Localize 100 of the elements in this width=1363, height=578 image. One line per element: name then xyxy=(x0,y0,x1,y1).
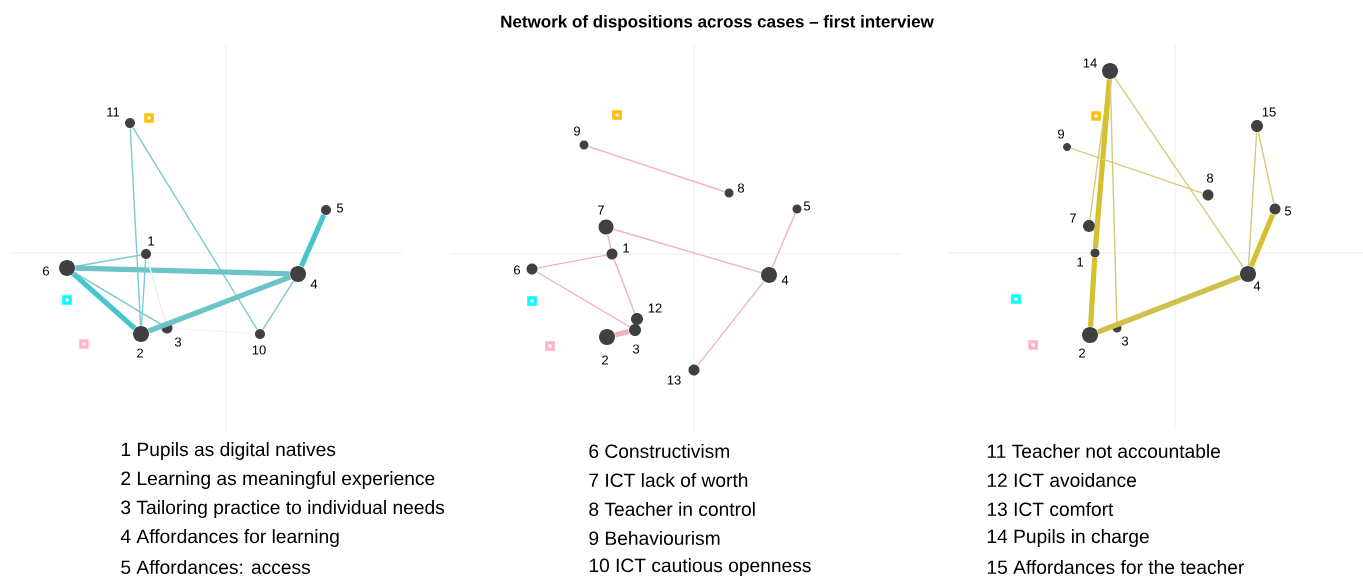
node-label: 13 xyxy=(667,375,681,385)
key-entry: 3 Tailoring practice to individual needs xyxy=(121,500,445,518)
network-node: 5 xyxy=(321,203,344,215)
key-entry: 9 Behaviourism xyxy=(589,530,720,546)
key-entry: 5 Affordances: access xyxy=(121,559,310,575)
square-marker xyxy=(1011,294,1021,304)
node-label: 1 xyxy=(1077,257,1083,267)
square-marker xyxy=(527,296,537,306)
network-node: 3 xyxy=(161,322,182,347)
node-label: 11 xyxy=(107,107,120,117)
network-node: 1 xyxy=(606,243,629,260)
node-label: 4 xyxy=(1253,281,1261,291)
connector-line xyxy=(147,274,292,334)
connector-line xyxy=(607,234,612,249)
key-entry: 7 ICT lack of worth xyxy=(589,472,748,488)
connector-line xyxy=(146,258,167,324)
connector-line xyxy=(1087,257,1098,327)
node-label: 5 xyxy=(1284,206,1292,216)
connector-line xyxy=(1114,77,1244,268)
network-node: 5 xyxy=(792,201,811,214)
square-marker xyxy=(79,339,89,349)
key-entry: 1 Pupils as digital natives xyxy=(121,442,336,460)
connector-line xyxy=(612,228,762,274)
node-label: 8 xyxy=(737,183,745,193)
key-entry: 13 ICT comfort xyxy=(987,501,1114,517)
connector-line xyxy=(536,271,631,328)
node-label: 6 xyxy=(43,266,50,276)
node-label: 9 xyxy=(573,126,581,136)
connector-line xyxy=(696,280,765,367)
connector-line xyxy=(129,127,142,327)
connector-line xyxy=(613,258,636,314)
network-node: 6 xyxy=(514,263,538,275)
connector-line xyxy=(537,254,607,269)
node-label: 12 xyxy=(648,303,662,313)
network-node: 9 xyxy=(574,126,589,150)
node-label: 3 xyxy=(1121,336,1129,346)
key-entry: 12 ICT avoidance xyxy=(987,472,1136,488)
network-node: 1 xyxy=(141,236,154,259)
node-label: 4 xyxy=(310,279,318,289)
title: Network of dispositions across cases – first interview xyxy=(501,15,934,31)
node-label: 3 xyxy=(174,337,182,347)
network-node: 3 xyxy=(1112,323,1129,346)
node-label: 15 xyxy=(1262,107,1276,117)
connector-line xyxy=(771,212,796,268)
connector-line xyxy=(74,254,142,268)
key-entry: 11 Teacher not accountable xyxy=(987,443,1220,459)
network-node: 13 xyxy=(667,364,700,385)
key-entry: 2 Learning as meaningful experience xyxy=(121,471,435,489)
key-entry: 15 Affordances for the teacher xyxy=(987,559,1244,575)
node-label: 1 xyxy=(623,243,629,253)
node-label: 2 xyxy=(602,355,608,365)
square-marker xyxy=(545,341,555,351)
connector-line xyxy=(299,213,327,268)
network-node: 1 xyxy=(1077,248,1100,267)
node-label: 1 xyxy=(148,236,154,246)
connector-line xyxy=(71,271,137,331)
network-node: 4 xyxy=(1240,266,1261,291)
network-node: 8 xyxy=(1202,173,1214,201)
connector-line xyxy=(73,271,163,326)
connector-line xyxy=(587,145,726,193)
node-label: 4 xyxy=(781,275,789,285)
network-node: 2 xyxy=(599,329,615,365)
connector-line xyxy=(1092,79,1112,249)
network-node: 12 xyxy=(631,303,662,325)
node-label: 8 xyxy=(1206,173,1214,183)
square-marker xyxy=(144,113,154,123)
connector-line xyxy=(1070,147,1204,194)
network-node: 2 xyxy=(1079,327,1098,358)
network-node: 7 xyxy=(1070,213,1095,232)
network-node: 9 xyxy=(1058,129,1071,151)
node-label: 2 xyxy=(137,348,143,358)
network-node: 6 xyxy=(43,260,75,276)
connector-line xyxy=(262,280,295,331)
network-node: 10 xyxy=(252,329,266,355)
network-node: 7 xyxy=(598,205,614,235)
node-label: 10 xyxy=(252,345,266,355)
key-entry: 6 Constructivism xyxy=(589,443,729,459)
key-entry: 10 ICT cautious openness xyxy=(589,558,811,576)
node-label: 3 xyxy=(632,344,640,354)
connector-line xyxy=(1109,78,1118,324)
network-node: 8 xyxy=(724,183,745,198)
node-label: 7 xyxy=(598,205,604,215)
connector-line xyxy=(172,327,256,335)
node-label: 9 xyxy=(1058,129,1065,139)
network-node: 11 xyxy=(107,107,135,128)
square-marker xyxy=(62,295,72,305)
network-node: 14 xyxy=(1083,58,1118,79)
connector-line xyxy=(75,265,290,277)
connector-line xyxy=(132,126,258,331)
connector-line xyxy=(614,329,630,338)
key-entry: 8 Teacher in control xyxy=(589,501,755,517)
node-label: 2 xyxy=(1079,348,1085,358)
network-node: 2 xyxy=(133,326,149,358)
square-marker xyxy=(612,110,622,120)
node-label: 6 xyxy=(514,265,521,275)
node-label: 7 xyxy=(1070,213,1076,223)
connector-line xyxy=(1248,213,1276,268)
key-entry: 14 Pupils in charge xyxy=(987,529,1149,547)
square-marker xyxy=(1028,340,1038,350)
square-marker xyxy=(1091,111,1101,121)
